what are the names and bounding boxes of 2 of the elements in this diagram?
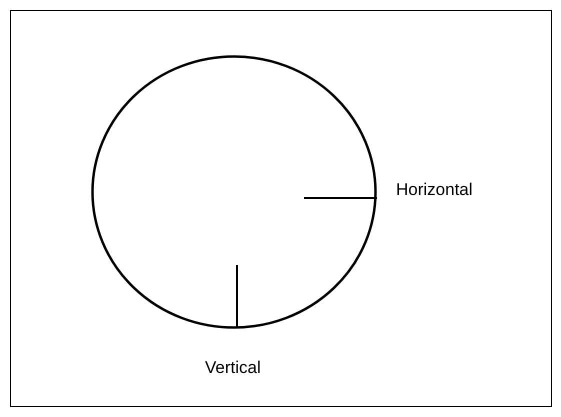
axis-label: Horizontal [396, 180, 473, 200]
axis-label: Vertical [205, 358, 261, 378]
